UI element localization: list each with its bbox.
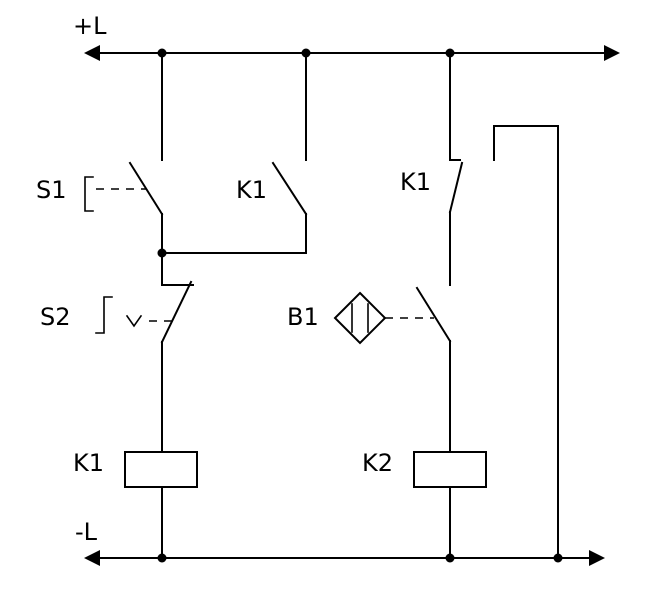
k1-holding-contact-label: K1 bbox=[236, 176, 267, 204]
k2-coil bbox=[413, 451, 487, 559]
k2-coil-label: K2 bbox=[362, 449, 393, 477]
k1-coil-label: K1 bbox=[73, 449, 104, 477]
k1-contact bbox=[448, 52, 464, 286]
negative-rail-label: -L bbox=[75, 518, 98, 546]
k1-contact-label: K1 bbox=[400, 168, 431, 196]
s1-label: S1 bbox=[36, 176, 67, 204]
rail-arrow-right-top bbox=[604, 45, 620, 61]
s1-pushbutton-no bbox=[84, 52, 164, 254]
rail-arrow-left-top bbox=[84, 45, 100, 61]
positive-rail bbox=[84, 45, 620, 61]
positive-rail-label: +L bbox=[73, 12, 107, 40]
k1-coil bbox=[124, 451, 198, 559]
b1-proximity-sensor bbox=[333, 286, 452, 453]
negative-rail bbox=[84, 550, 605, 566]
b1-label: B1 bbox=[287, 303, 319, 331]
rail-arrow-left-bottom bbox=[84, 550, 100, 566]
s2-label: S2 bbox=[40, 303, 71, 331]
feedback-wire bbox=[493, 125, 559, 559]
k1-holding-contact bbox=[161, 52, 308, 254]
s2-stop-switch-nc bbox=[95, 252, 194, 453]
rail-arrow-right-bottom bbox=[589, 550, 605, 566]
